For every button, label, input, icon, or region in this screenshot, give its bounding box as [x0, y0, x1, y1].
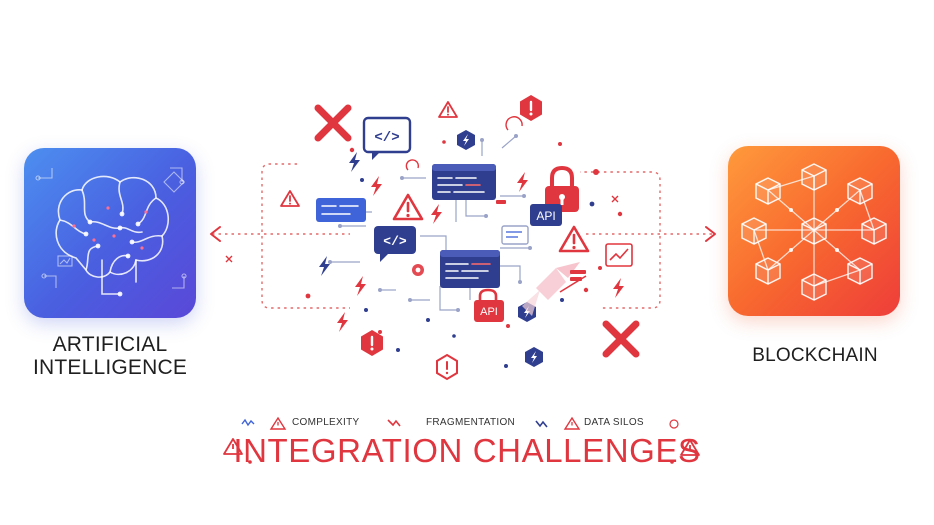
lightning-icon-8	[349, 152, 360, 172]
warning-icon-small-2	[563, 416, 581, 430]
integration-challenges-title: INTEGRATION CHALLENGES	[233, 432, 701, 469]
api-lock-icon: API	[474, 288, 504, 322]
blockchain-tile	[728, 146, 900, 316]
lightning-icon-4	[431, 204, 442, 224]
broken-connection-icon	[522, 262, 587, 316]
challenge-complexity: COMPLEXITY	[292, 417, 360, 428]
blockchain-label: BLOCKCHAIN	[752, 345, 878, 366]
api-badge-icon: API	[530, 204, 562, 226]
lightning-icon-5	[613, 278, 624, 298]
api-lock-label: API	[480, 306, 498, 318]
error-x-icon-2	[602, 320, 640, 358]
wave-icon	[241, 418, 255, 427]
warning-icon-4	[438, 101, 458, 118]
code-bubble-label-2: </>	[383, 234, 407, 249]
code-window-icon-3	[316, 198, 366, 222]
alert-hexagon-icon	[518, 93, 544, 123]
code-bubble-icon-2: </>	[374, 226, 416, 262]
alert-hexagon-outline-icon	[436, 353, 458, 381]
ai-label: ARTIFICIAL INTELLIGENCE	[10, 333, 210, 379]
lightning-icon-7	[319, 256, 330, 276]
clock-icon	[669, 419, 679, 429]
warning-icon-small	[269, 416, 287, 430]
lightning-icon	[371, 176, 382, 196]
lightning-icon-6	[517, 172, 528, 192]
warning-icon-3	[280, 190, 300, 207]
ai-label-line2: INTELLIGENCE	[32, 356, 188, 379]
shield-bolt-icon	[457, 130, 475, 150]
challenge-list: COMPLEXITY FRAGMENTATION DATA SILOS	[230, 412, 700, 434]
api-badge-label: API	[536, 209, 555, 223]
warning-icon	[392, 193, 424, 221]
code-window-icon	[432, 164, 496, 200]
code-bubble-label: </>	[374, 130, 399, 146]
lightning-icon-small	[387, 419, 401, 427]
chart-window-icon	[605, 243, 633, 267]
error-x-icon	[314, 104, 352, 142]
ai-label-line1: ARTIFICIAL	[52, 333, 168, 356]
ai-tile	[24, 148, 196, 318]
lightning-icon-small-2	[535, 420, 548, 428]
lightning-icon-2	[355, 276, 366, 296]
code-bubble-icon: </>	[362, 116, 412, 160]
shield-bolt-icon-2	[525, 347, 543, 367]
code-window-icon-2	[440, 250, 500, 288]
small-window-icon	[501, 225, 529, 245]
challenge-fragmentation: FRAGMENTATION	[426, 417, 516, 428]
challenge-data-silos: DATA SILOS	[584, 417, 644, 428]
warning-icon-2	[558, 225, 590, 253]
brain-icon	[35, 167, 187, 297]
blockchain-cubes-icon	[741, 163, 887, 301]
lightning-icon-3	[337, 312, 348, 332]
